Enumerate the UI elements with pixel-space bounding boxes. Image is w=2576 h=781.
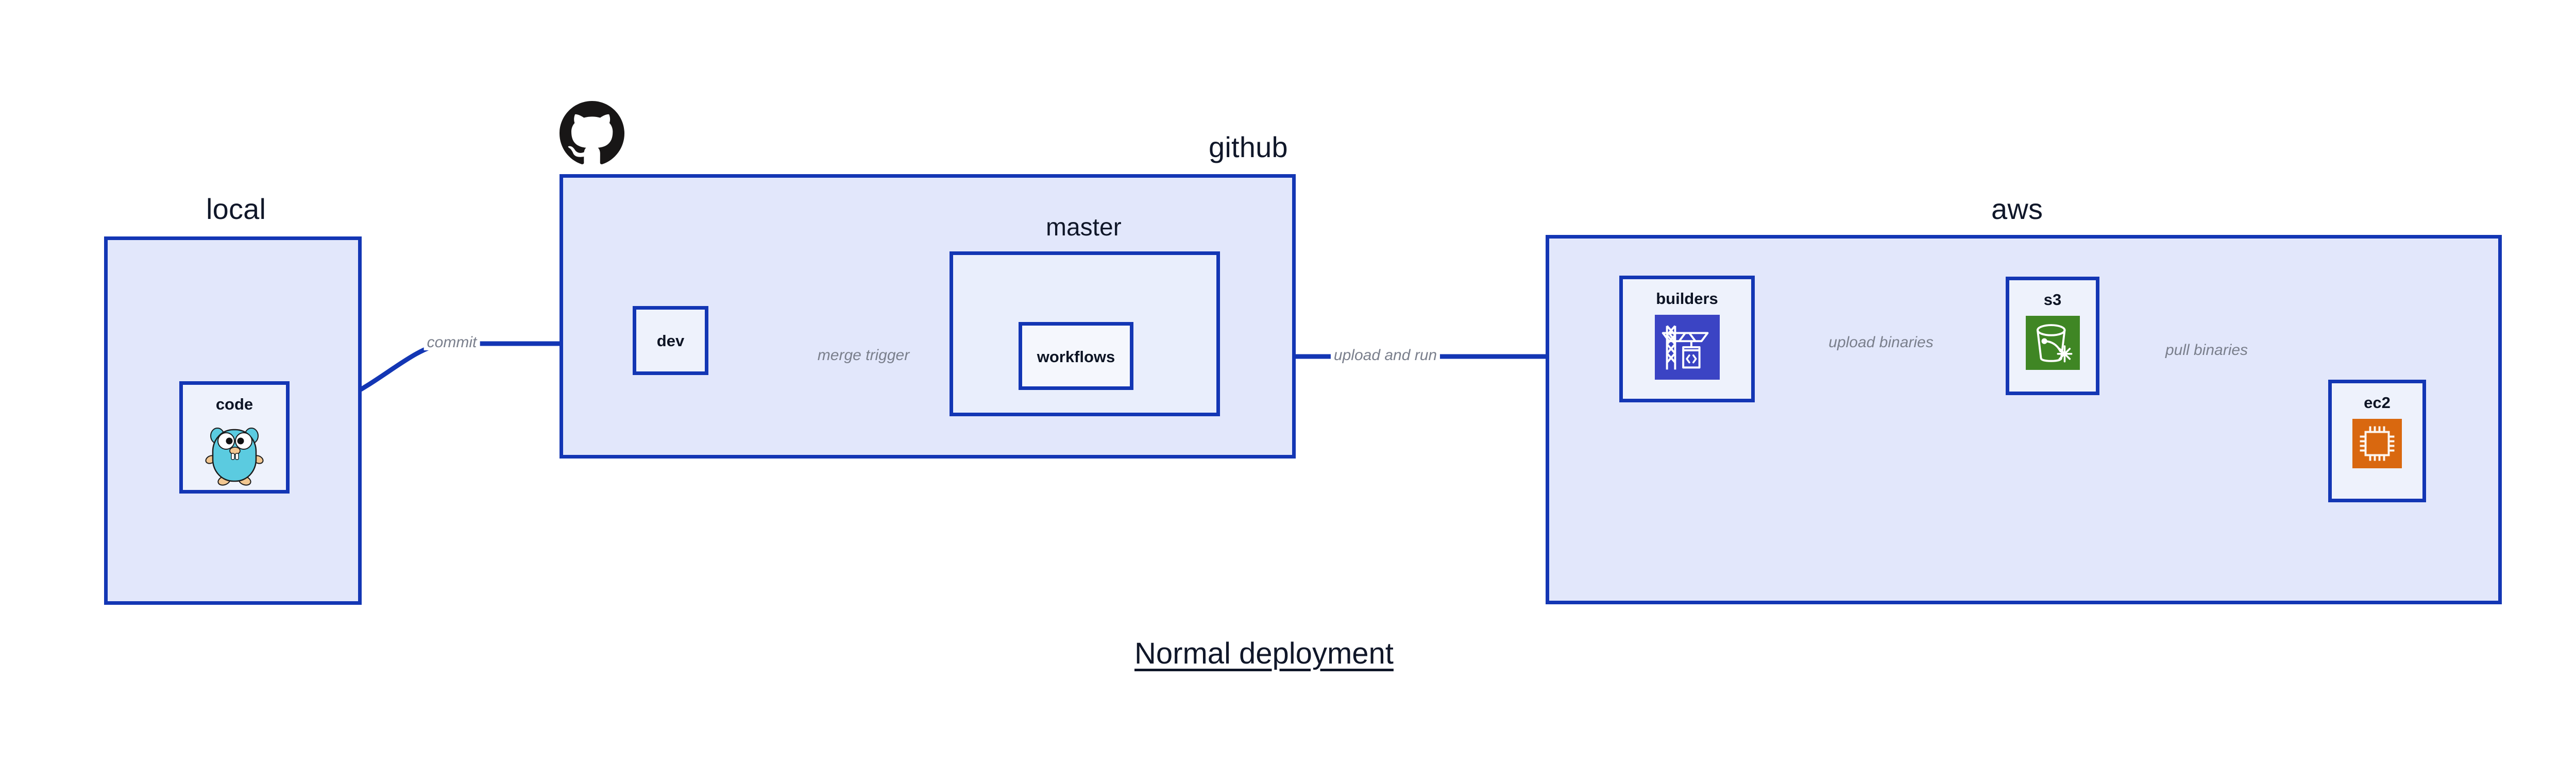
edge-label-merge-trigger: merge trigger — [814, 348, 913, 363]
node-label-code: code — [215, 395, 253, 413]
node-label-s3: s3 — [2043, 291, 2062, 309]
diagram-caption: Normal deployment — [1134, 637, 1394, 670]
node-builders[interactable]: builders — [1619, 276, 1755, 402]
node-s3[interactable]: s3 — [2006, 277, 2099, 395]
edge-label-commit: commit — [423, 335, 480, 350]
node-label-ec2: ec2 — [2364, 394, 2391, 412]
node-label-workflows: workflows — [1037, 348, 1115, 366]
group-label-github: github — [1209, 131, 1288, 163]
s3-bucket-icon — [2025, 316, 2080, 372]
edge-label-upload-and-run: upload and run — [1330, 348, 1440, 363]
node-dev[interactable]: dev — [633, 306, 708, 375]
group-label-aws: aws — [1991, 193, 2043, 225]
edge-label-pull-binaries: pull binaries — [2162, 343, 2251, 358]
node-code[interactable]: code — [179, 381, 290, 494]
github-logo-icon — [560, 101, 624, 168]
node-workflows[interactable]: workflows — [1019, 322, 1133, 390]
node-ec2[interactable]: ec2 — [2328, 380, 2426, 502]
crane-code-icon — [1654, 315, 1720, 382]
subgroup-label-master: master — [1046, 214, 1122, 241]
cpu-chip-icon — [2352, 419, 2402, 471]
group-label-local: local — [206, 193, 266, 225]
edge-label-upload-binaries: upload binaries — [1825, 335, 1937, 350]
node-label-dev: dev — [656, 332, 685, 350]
go-gopher-icon — [202, 420, 266, 489]
node-label-builders: builders — [1656, 290, 1718, 308]
